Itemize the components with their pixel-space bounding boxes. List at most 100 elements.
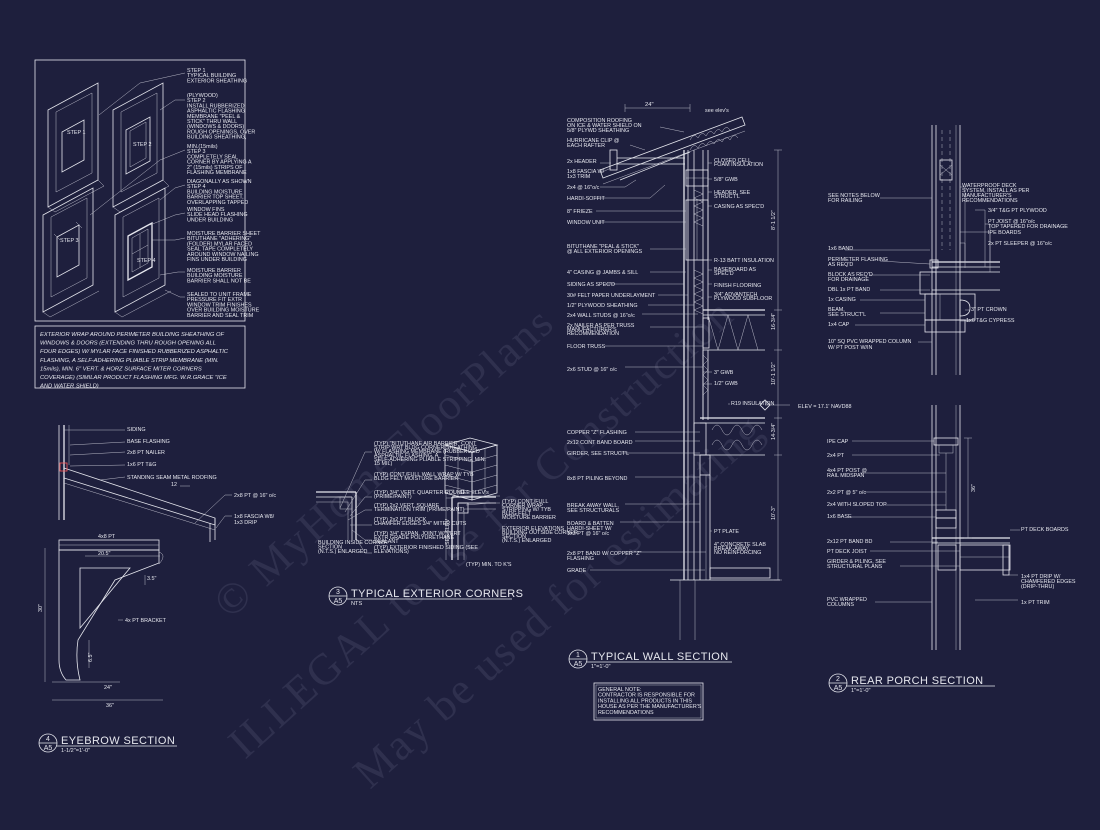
wall-label-left: 1x3 TRIM bbox=[567, 174, 591, 180]
elevation-marker: ELEV = 17.1' NAVD88 bbox=[798, 404, 852, 410]
porch-rail-dim: 36" bbox=[971, 484, 977, 492]
porch-title: REAR PORCH SECTION bbox=[851, 675, 984, 687]
wall-label-left: 2x NAILER AS PER TRUSS bbox=[567, 323, 635, 329]
porch-label: SEE NOTES BELOW bbox=[828, 193, 881, 199]
porch-label: 1x6 BASE bbox=[827, 514, 852, 520]
wall-label-right: 3" GWB bbox=[714, 370, 734, 376]
eyebrow-title: EYEBROW SECTION bbox=[61, 735, 175, 747]
wall-label-left: HARDI-SOFFIT bbox=[567, 196, 605, 202]
flashing-note-line: FLASHING, A SELF-ADHERING PLIABLE STRIP … bbox=[40, 358, 219, 364]
wall-label-left: ON ICE & WATER SHIELD ON bbox=[567, 123, 642, 129]
corner-label-right: MOISTURE BARRIER bbox=[502, 515, 556, 521]
step-note-line: 2" (15mils) STRIPS OF bbox=[187, 165, 243, 171]
porch-label: IPE CAP bbox=[827, 439, 849, 445]
corner-label-right: BUILDING OUTSIDE CORNER bbox=[502, 530, 578, 536]
porch-label: 2x PT SLEEPER @ 16"o/c bbox=[988, 241, 1052, 247]
corner-label-left: TERMINATION TRIM (PRIME/PAINT) bbox=[374, 507, 465, 513]
step-note-line: INSTALL RUBBERIZED bbox=[187, 103, 245, 109]
wall-label-left: 2x6 STUD @ 16" o/c bbox=[567, 367, 617, 373]
wall-label-left: 1/2" PLYWOOD SHEATHING bbox=[567, 303, 638, 309]
porch-label: PT DECK BOARDS bbox=[1021, 527, 1069, 533]
wall-label-left: 2x8 PT BAND W/ COPPER "Z" bbox=[567, 551, 642, 557]
wall-label-right: FINISH FLOORING bbox=[714, 283, 761, 289]
step-note-line: BUILDING SHEATHING, bbox=[187, 135, 247, 141]
eyebrow-scale: 1-1/2"=1'-0" bbox=[61, 748, 90, 754]
wall-label-left: 5/8" PLYWD SHEATHING bbox=[567, 128, 629, 134]
wall-label-left: 1x3 PT @ 16" o/c bbox=[567, 531, 609, 537]
step-1-tag: STEP 1 bbox=[67, 130, 85, 136]
wall-label-left: 8" FRIEZE bbox=[567, 209, 593, 215]
wall-label-left: @ ALL EXTERIOR OPENINGS bbox=[567, 249, 642, 255]
eyebrow-label: 1x6 PT T&G bbox=[127, 462, 156, 468]
step-note-line: BARRIER SHALL NOT BE bbox=[187, 278, 251, 284]
corner-label-right: EXTERIOR ELEVATIONS bbox=[502, 526, 565, 532]
corner-label-left: SEALANT bbox=[374, 539, 399, 545]
wall-label-left: BOARD & BATTEN bbox=[567, 521, 614, 527]
corner-label-left: (TYP) 2x2 VERT. SQUARE bbox=[374, 503, 440, 509]
step-3-panel bbox=[42, 187, 100, 318]
porch-label: 1x4 CAP bbox=[828, 322, 850, 328]
general-note-line: CONTRACTOR IS RESPONSIBLE FOR bbox=[598, 693, 695, 699]
eyebrow-sheet: A5 bbox=[44, 745, 53, 752]
porch-label: (DRIP-THRU) bbox=[1021, 584, 1054, 590]
inside-corner-caption: SECTION bbox=[318, 545, 342, 551]
step-note-line: WINDOW FINS bbox=[187, 207, 225, 213]
wall-label-right: CASING AS SPEC'D bbox=[714, 204, 764, 210]
wall-label-left: 2x12 CONT BAND BOARD bbox=[567, 440, 633, 446]
porch-label: 2x4 WITH SLOPED TOP bbox=[827, 502, 887, 508]
step-note-line: BUILDING MOISTURE bbox=[187, 189, 243, 195]
wall-label-left: COPPER "Z" FLASHING bbox=[567, 430, 627, 436]
see-elev-note: SEE ELEV's bbox=[459, 490, 489, 496]
wall-label-right: R19 INSULATION bbox=[731, 401, 774, 407]
step-note-line: SEAL TAPE COMPLETELY bbox=[187, 247, 253, 253]
wall-dim-vertical: 10'-1 1/2" bbox=[771, 362, 777, 385]
porch-number: 2 bbox=[836, 676, 840, 683]
step-note-line: OVERLAPPING TAPPED bbox=[187, 200, 248, 206]
wall-dim-vertical: 10'-3" bbox=[771, 506, 777, 520]
step-2-tag: STEP 2 bbox=[133, 142, 151, 148]
flashing-note-line: WINDOWS & DOORS (EXTENDING THRU ROUGH OP… bbox=[40, 341, 216, 347]
wall-label-left: GIRDER, SEE STRUCT'L bbox=[567, 451, 629, 457]
step-4-tag: STEP 4 bbox=[137, 258, 155, 264]
wall-label-left: COMPOSITION ROOFING bbox=[567, 118, 632, 124]
corner-label-left: (TYP) EXTERIOR FINISHED SIDING (SEE bbox=[374, 545, 478, 551]
step-note-line: SLIDE HEAD FLASHING bbox=[187, 212, 248, 218]
general-note-line: INSTALLING ALL PRODUCTS IN THIS bbox=[598, 698, 692, 704]
wall-label-right: BREAK-AWAY, bbox=[714, 546, 750, 552]
eyebrow-dim: 30" bbox=[38, 604, 44, 612]
wall-sheet: A5 bbox=[574, 661, 583, 668]
wall-number: 1 bbox=[576, 652, 580, 659]
general-note-line: GENERAL NOTE: bbox=[598, 687, 642, 693]
wall-label-right: 5/8" GWB bbox=[714, 177, 738, 183]
eyebrow-label: 1x8 FASCIA W8/ bbox=[234, 514, 275, 520]
step-note-line: (FOLDER) MYLAR FACED bbox=[187, 241, 252, 247]
porch-label: 3/4" T&G PT PLYWOOD bbox=[988, 208, 1047, 214]
corners-number: 3 bbox=[336, 589, 340, 596]
step-note-line: FLASHING MEMBRANE bbox=[187, 170, 247, 176]
wall-label-left: FLOOR TRUSS bbox=[567, 344, 606, 350]
step-note-line: MOISTURE BARRIER SHEET bbox=[187, 231, 261, 237]
porch-label: PT JOIST @ 16"o/c bbox=[988, 219, 1035, 225]
corners-scale: NTS bbox=[351, 601, 362, 607]
step-3-tag: STEP 3 bbox=[60, 238, 78, 244]
porch-sheet: A5 bbox=[834, 685, 843, 692]
inside-corner-caption: BUILDING INSIDE CORNER bbox=[318, 540, 388, 546]
corner-label-left: SELF-ADHERING PLIABLE STRIPPING, MIN. bbox=[374, 457, 486, 463]
min-note: (TYP) MIN. TO K'S bbox=[466, 562, 512, 568]
eyebrow-dim: 20.5" bbox=[98, 551, 110, 557]
step-note-line: STEP 3 bbox=[187, 149, 205, 155]
wall-dim-vertical: 8'-1 1/2" bbox=[771, 210, 777, 230]
porch-label: 3" PT CROWN bbox=[971, 307, 1007, 313]
step-note-line: TO UNIT FRAME bbox=[187, 0, 229, 2]
wall-label-right: SPEC'D bbox=[714, 271, 734, 277]
porch-label: PVC WRAPPED bbox=[827, 597, 867, 603]
wall-label-left: BITUTHANE "PEAL & STICK" bbox=[567, 244, 639, 250]
see-elev-note: see elev's bbox=[705, 108, 729, 114]
general-note-line: RECOMMENDATIONS bbox=[598, 710, 654, 716]
porch-label: RAIL MIDSPAN bbox=[827, 473, 865, 479]
step-note-line: BARRIER TOP SHEET, bbox=[187, 195, 244, 201]
